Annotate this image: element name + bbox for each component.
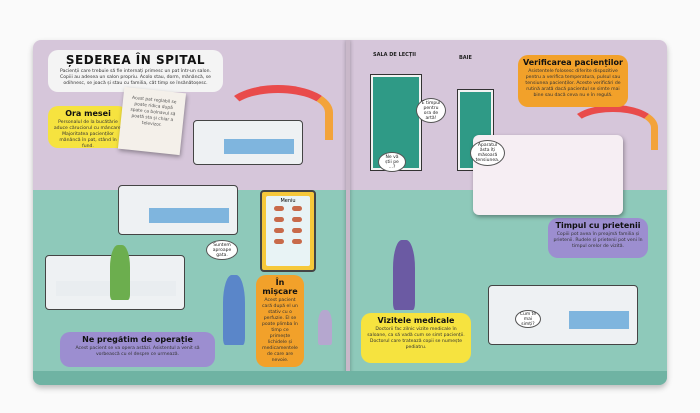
visits-text: Doctorii fac zilnic vizite medicale în s…	[367, 327, 465, 350]
page-title: ȘEDEREA ÎN SPITAL	[65, 53, 206, 67]
moving-box: În mișcare Acest pacient cară după el un…	[256, 275, 304, 367]
meal-heading: Ora mesei	[65, 109, 111, 118]
friends-heading: Timpul cu prietenii	[555, 221, 641, 230]
child-patient	[110, 245, 130, 300]
book-spread: SALA DE LECȚII BAIE Meniu ȘEDEREA ÎN SPI…	[33, 40, 667, 385]
moving-heading: În mișcare	[262, 278, 298, 296]
moving-text: Acest pacient cară după el un stativ cu …	[262, 298, 298, 363]
floor-edge	[33, 371, 667, 385]
patient-with-iv	[318, 310, 332, 345]
check-heading: Verificarea pacienților	[523, 58, 623, 67]
visits-heading: Vizitele medicale	[377, 316, 455, 325]
menu-label: Meniu	[280, 198, 296, 204]
title-text: Pacienții care trebuie să fie internați …	[60, 69, 211, 86]
book-spine	[346, 40, 350, 385]
menu-board[interactable]: Meniu	[260, 190, 316, 272]
rainbow-right	[568, 105, 658, 150]
visits-box: Vizitele medicale Doctorii fac zilnic vi…	[361, 313, 471, 363]
surgery-text: Acest pacient se va opera astăzi. Asiste…	[75, 346, 200, 357]
classroom-sign: SALA DE LECȚII	[373, 52, 416, 58]
meal-box: Ora mesei Personalul de la bucătărie adu…	[48, 106, 128, 149]
speech-bubble-art: E timpul pentru ora de artă!	[416, 98, 446, 123]
title-box: ȘEDEREA ÎN SPITAL Pacienții care trebuie…	[48, 50, 223, 92]
speech-bubble-ready: Suntem aproape gata.	[206, 240, 238, 260]
hospital-bed	[118, 185, 238, 235]
bathroom-sign: BAIE	[459, 55, 472, 61]
rainbow-left	[223, 85, 333, 140]
doctor	[393, 240, 415, 310]
bed-flap[interactable]: Acest pat reglabil se poate ridica după …	[117, 86, 187, 156]
speech-bubble-pressure: Aparatul ăsta îți măsoară tensiunea.	[470, 140, 505, 166]
check-text: Asistentele folosesc diferite dispozitiv…	[525, 69, 621, 98]
speech-bubble-feel: Cum te mai simți?	[515, 310, 541, 328]
nurse	[223, 275, 245, 345]
friends-text: Copiii pot avea în preajmă familia și pr…	[553, 232, 643, 249]
meal-text: Personalul de la bucătărie aduce cărucio…	[53, 120, 123, 149]
speech-bubble-question: Ne vă știi pe ...?	[378, 152, 406, 172]
friends-box: Timpul cu prietenii Copiii pot avea în p…	[548, 218, 648, 258]
surgery-box: Ne pregătim de operație Acest pacient se…	[60, 332, 215, 367]
check-box: Verificarea pacienților Asistentele folo…	[518, 55, 628, 107]
surgery-heading: Ne pregătim de operație	[82, 335, 193, 344]
hospital-bed	[488, 285, 638, 345]
hospital-bed	[193, 120, 303, 165]
